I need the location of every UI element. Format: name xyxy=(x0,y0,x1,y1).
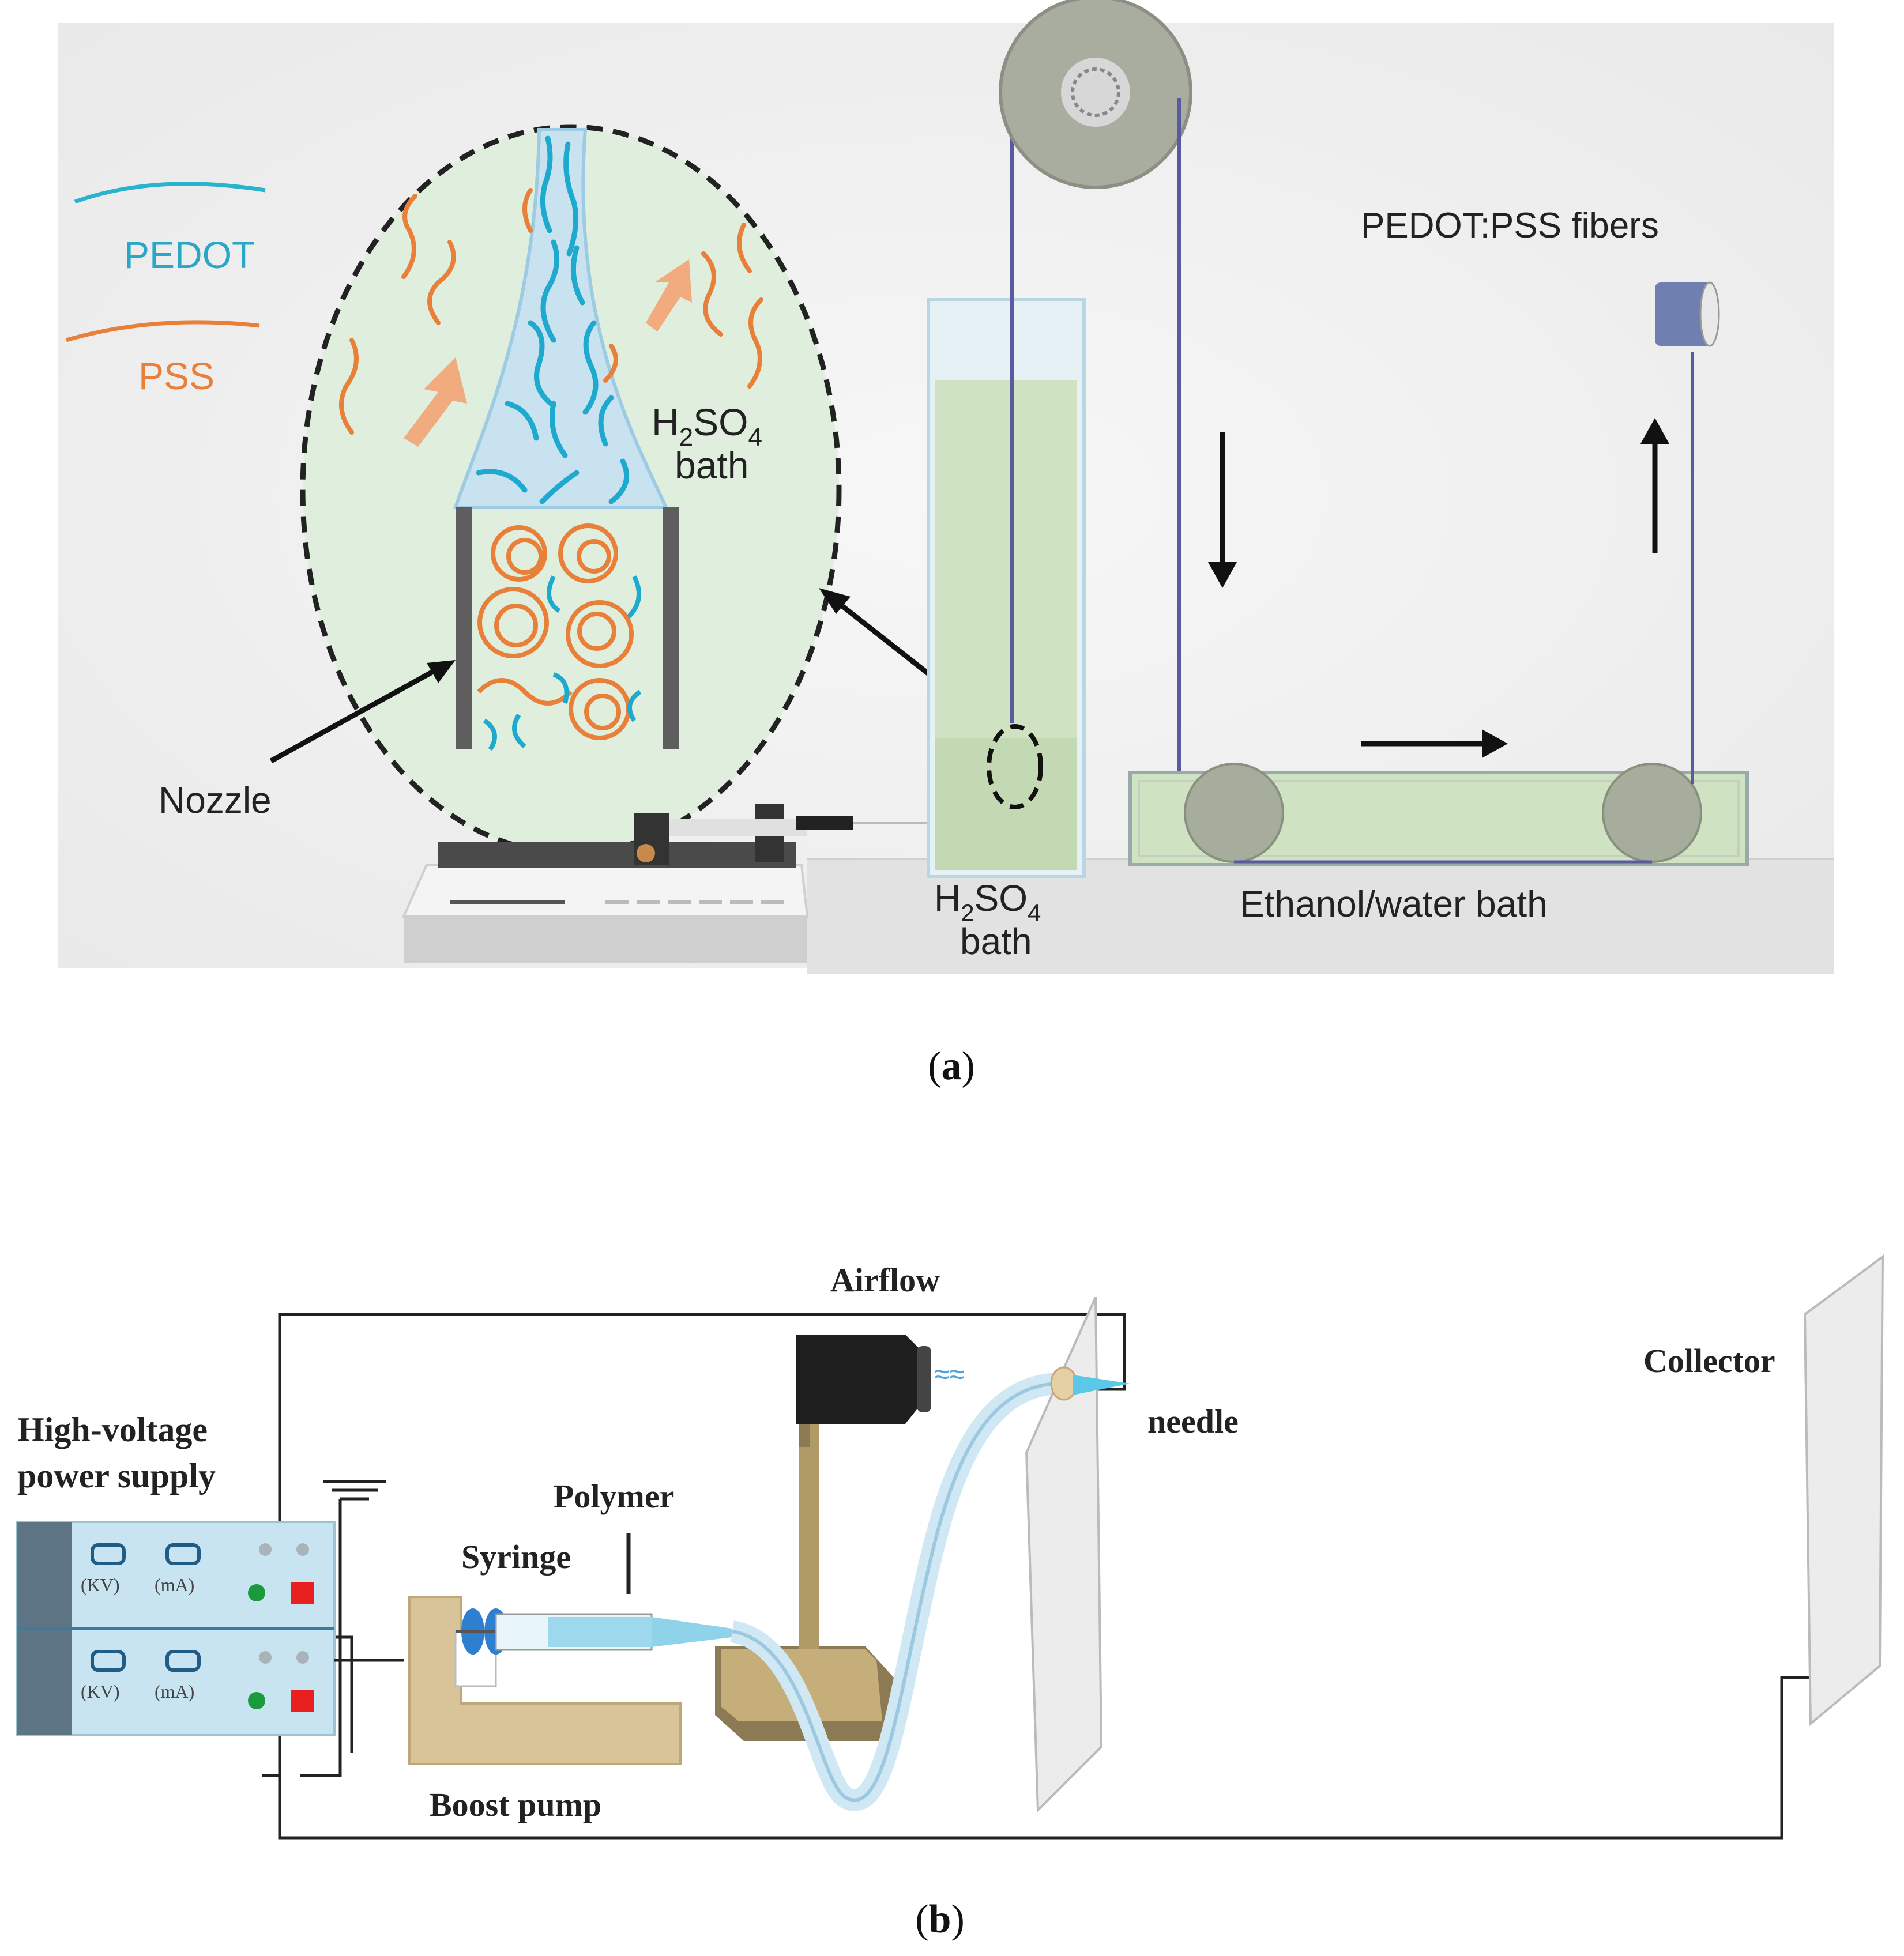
pedot-chains xyxy=(476,135,630,504)
caption-b: (b) xyxy=(915,1897,965,1942)
pedot-legend-line xyxy=(74,182,266,204)
pss-tangled-coils xyxy=(477,523,634,740)
pss-release-arrow-left xyxy=(404,357,467,447)
airflow-label: Airflow xyxy=(830,1261,940,1299)
collector-label: Collector xyxy=(1643,1342,1775,1380)
meter-kv-label-1: (KV) xyxy=(81,1574,120,1595)
airflow-waves-icon: ≈≈ xyxy=(934,1359,965,1390)
indicator-green-1 xyxy=(248,1584,265,1601)
top-pulley xyxy=(999,0,1192,189)
caption-a: (a) xyxy=(928,1044,975,1088)
pss-release-arrow-right xyxy=(646,259,692,331)
h2so4-bath-label-line1: H2SO4 xyxy=(934,877,1041,926)
ethanol-bath-label: Ethanol/water bath xyxy=(1240,883,1548,925)
meter-ma-label-1: (mA) xyxy=(155,1574,194,1595)
spinneret-plate xyxy=(1025,1297,1103,1813)
meter-ma-label-2: (mA) xyxy=(155,1681,194,1702)
fibers-label: PEDOT:PSS fibers xyxy=(1361,206,1659,246)
indicator-red-2 xyxy=(291,1690,314,1712)
panel-b-diagram: (KV) (mA) (KV) (mA) High-voltage power s… xyxy=(16,1254,1884,1840)
panel-a-diagram: PEDOT PSS xyxy=(58,0,1834,974)
magnified-nozzle-inset: H2SO4 bath xyxy=(300,124,842,856)
circuit-wire-top xyxy=(278,1313,1126,1810)
pss-legend-label: PSS xyxy=(138,355,215,397)
polymer-label: Polymer xyxy=(554,1478,674,1515)
pss-legend-line xyxy=(66,320,260,342)
pss-released-chains xyxy=(339,188,763,435)
collector-plate xyxy=(1803,1254,1884,1727)
boost-pump-label: Boost pump xyxy=(430,1786,601,1823)
indicator-red-1 xyxy=(291,1582,314,1604)
circuit-wire-bottom xyxy=(278,1676,1811,1840)
h2so4-bath-tank xyxy=(927,98,1086,878)
h2so4-bath-label-line2: bath xyxy=(960,921,1032,962)
nozzle-label: Nozzle xyxy=(159,779,272,821)
boost-pump xyxy=(408,1596,682,1765)
inset-bath-label-line1: H2SO4 xyxy=(652,401,762,451)
psu-label-line1: High-voltage xyxy=(17,1411,208,1449)
pedot-coils xyxy=(483,575,642,751)
psu-label-line2: power supply xyxy=(17,1457,216,1495)
high-voltage-power-supply: (KV) (mA) (KV) (mA) xyxy=(16,1521,336,1736)
fiber-bobbin xyxy=(1655,281,1720,347)
needle-tip xyxy=(1073,1375,1130,1395)
panel-a-wet-spinning: PEDOT PSS xyxy=(58,0,1834,974)
panel-b-electrospinning: (KV) (mA) (KV) (mA) High-voltage power s… xyxy=(0,1234,1904,1953)
nozzle-wall-right xyxy=(663,507,679,749)
inset-bath-label-line2: bath xyxy=(675,444,748,487)
syringe-pump xyxy=(401,804,946,963)
syringe xyxy=(495,1613,732,1651)
base-platform xyxy=(807,859,1834,974)
nozzle-wall-left xyxy=(456,507,472,749)
syringe-label: Syringe xyxy=(461,1538,571,1576)
needle-label: needle xyxy=(1147,1403,1239,1440)
meter-kv-label-2: (KV) xyxy=(81,1681,120,1702)
pedot-legend-label: PEDOT xyxy=(124,233,255,276)
nozzle-pointer-arrow xyxy=(269,666,440,763)
indicator-green-2 xyxy=(248,1692,265,1709)
ethanol-water-bath xyxy=(1128,763,1749,866)
